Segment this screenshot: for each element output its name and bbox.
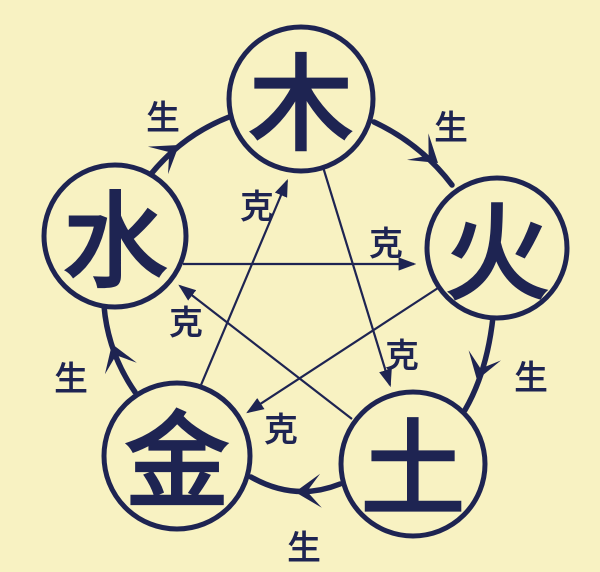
arrow-overcoming-earth-water [178, 284, 353, 420]
node-wood: 木 [226, 24, 376, 174]
label-generating-wood-fire: 生 [435, 108, 468, 147]
arrow-generating-water-wood [148, 114, 232, 177]
label-generating-water-wood: 生 [147, 98, 180, 137]
node-water-circle [41, 162, 189, 310]
label-generating-fire-earth: 生 [515, 358, 548, 397]
label-overcoming-wood-earth: 克 [386, 336, 419, 375]
node-metal: 金 [101, 380, 253, 532]
arrow-generating-wood-fire [371, 119, 455, 188]
node-fire-circle [424, 175, 570, 321]
arrow-overcoming-wood-earth [321, 166, 392, 388]
node-fire: 火 [424, 175, 570, 321]
arrowhead-generating-water-wood-icon [147, 145, 179, 175]
node-wood-circle [226, 24, 376, 174]
node-earth-label: 土 [361, 409, 465, 531]
node-wood-label: 木 [249, 44, 353, 166]
label-overcoming-water-fire: 克 [370, 224, 403, 263]
arrowhead-generating-earth-metal-icon [295, 473, 322, 508]
generating-arrows [101, 114, 501, 508]
label-overcoming-fire-metal: 克 [265, 410, 298, 449]
arrow-overcoming-fire-metal [246, 287, 439, 414]
generating-labels: 生 生 生 生 生 [55, 98, 548, 567]
arrowhead-generating-fire-earth-icon [468, 350, 501, 380]
arrow-overcoming-metal-wood [199, 178, 289, 386]
arrow-generating-fire-earth [462, 314, 496, 413]
arrow-generating-metal-water [101, 303, 138, 395]
node-water: 水 [41, 162, 189, 310]
label-generating-earth-metal: 生 [288, 528, 321, 567]
arrowhead-generating-wood-fire-icon [407, 133, 438, 163]
arrowhead-generating-metal-water-icon [104, 344, 137, 375]
arrow-generating-earth-metal [248, 474, 343, 495]
label-generating-metal-water: 生 [55, 359, 88, 398]
node-earth: 土 [338, 389, 488, 539]
label-overcoming-earth-water: 克 [170, 303, 203, 342]
node-water-label: 水 [63, 181, 168, 303]
overcoming-labels: 克 克 克 克 克 [170, 187, 419, 449]
node-fire-label: 火 [445, 193, 549, 315]
node-earth-circle [338, 389, 488, 539]
overcoming-arrows [178, 166, 439, 420]
node-metal-circle [101, 380, 253, 532]
node-metal-label: 金 [124, 401, 230, 523]
label-overcoming-metal-wood: 克 [241, 187, 274, 226]
